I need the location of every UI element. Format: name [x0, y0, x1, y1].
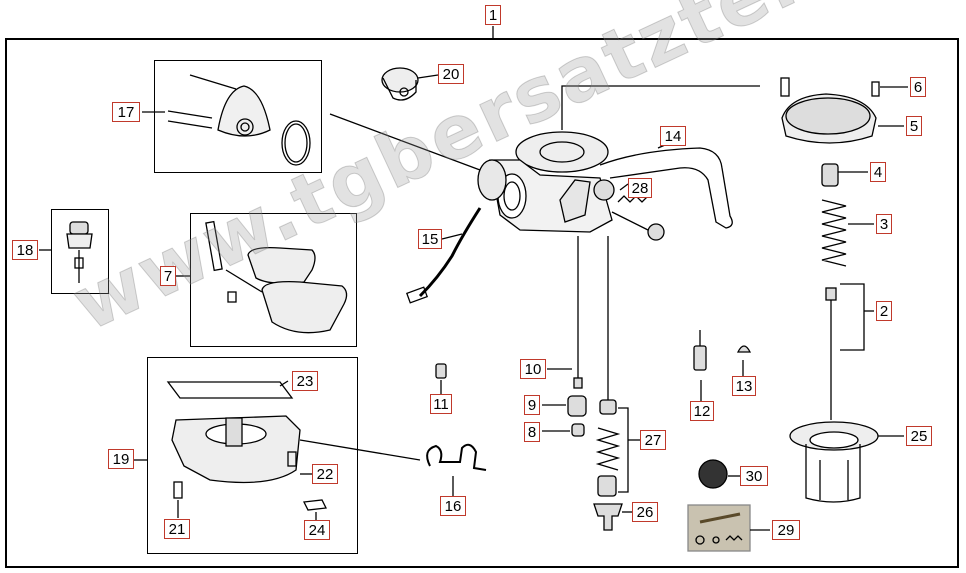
part-3-drawing [821, 199, 847, 267]
part-28-drawing [617, 195, 649, 203]
part-30-drawing [698, 459, 728, 489]
part-16-drawing [426, 443, 487, 471]
part-label-5[interactable]: 5 [906, 116, 922, 136]
part-7-drawing [205, 220, 348, 334]
part-27-drawing [595, 399, 621, 497]
part-29-drawing [687, 504, 751, 552]
part-20-drawing [381, 67, 419, 101]
part-label-28[interactable]: 28 [628, 178, 652, 198]
part-label-16[interactable]: 16 [440, 496, 466, 516]
part-label-3[interactable]: 3 [876, 214, 892, 234]
part-17-drawing [167, 74, 311, 166]
part-label-25[interactable]: 25 [906, 426, 932, 446]
part-2-drawing [825, 287, 837, 420]
part-label-21[interactable]: 21 [164, 519, 190, 539]
part-26-drawing [593, 503, 623, 531]
part-4-drawing [821, 163, 839, 187]
part-8-drawing [571, 423, 585, 437]
part-10-drawing [573, 350, 583, 389]
part-label-17[interactable]: 17 [112, 102, 140, 122]
part-label-18[interactable]: 18 [12, 240, 38, 260]
part-25-drawing [789, 421, 879, 503]
part-label-23[interactable]: 23 [292, 371, 318, 391]
part-label-6[interactable]: 6 [910, 77, 926, 97]
part-label-4[interactable]: 4 [870, 162, 886, 182]
part-label-12[interactable]: 12 [690, 401, 714, 421]
part-12-drawing [693, 330, 707, 371]
part-label-13[interactable]: 13 [732, 376, 756, 396]
part-label-30[interactable]: 30 [740, 466, 768, 486]
part-11-drawing [435, 363, 447, 379]
part-label-26[interactable]: 26 [632, 502, 658, 522]
part-13-drawing [736, 345, 752, 353]
part-label-20[interactable]: 20 [438, 64, 464, 84]
part-14-drawing [599, 147, 733, 229]
part-label-24[interactable]: 24 [304, 520, 330, 540]
detail-box-17 [154, 60, 322, 173]
diagram-frame [5, 38, 959, 568]
part-5-drawing [780, 77, 880, 144]
part-label-15[interactable]: 15 [418, 229, 442, 249]
part-label-9[interactable]: 9 [524, 395, 540, 415]
part-label-27[interactable]: 27 [640, 430, 666, 450]
part-18-drawing [66, 221, 93, 283]
part-label-19[interactable]: 19 [108, 449, 134, 469]
part-19-drawing [166, 381, 327, 511]
part-label-11[interactable]: 11 [430, 394, 452, 414]
part-label-7[interactable]: 7 [160, 266, 176, 286]
part-label-14[interactable]: 14 [660, 126, 686, 146]
part-label-10[interactable]: 10 [520, 359, 546, 379]
carburetor-body-drawing [477, 131, 665, 241]
part-label-8[interactable]: 8 [524, 422, 540, 442]
part-label-22[interactable]: 22 [312, 464, 338, 484]
part-9-drawing [567, 395, 587, 417]
part-15-drawing [418, 207, 482, 298]
part-label-29[interactable]: 29 [772, 520, 800, 540]
part-label-1[interactable]: 1 [485, 5, 501, 25]
part-label-2[interactable]: 2 [876, 301, 892, 321]
